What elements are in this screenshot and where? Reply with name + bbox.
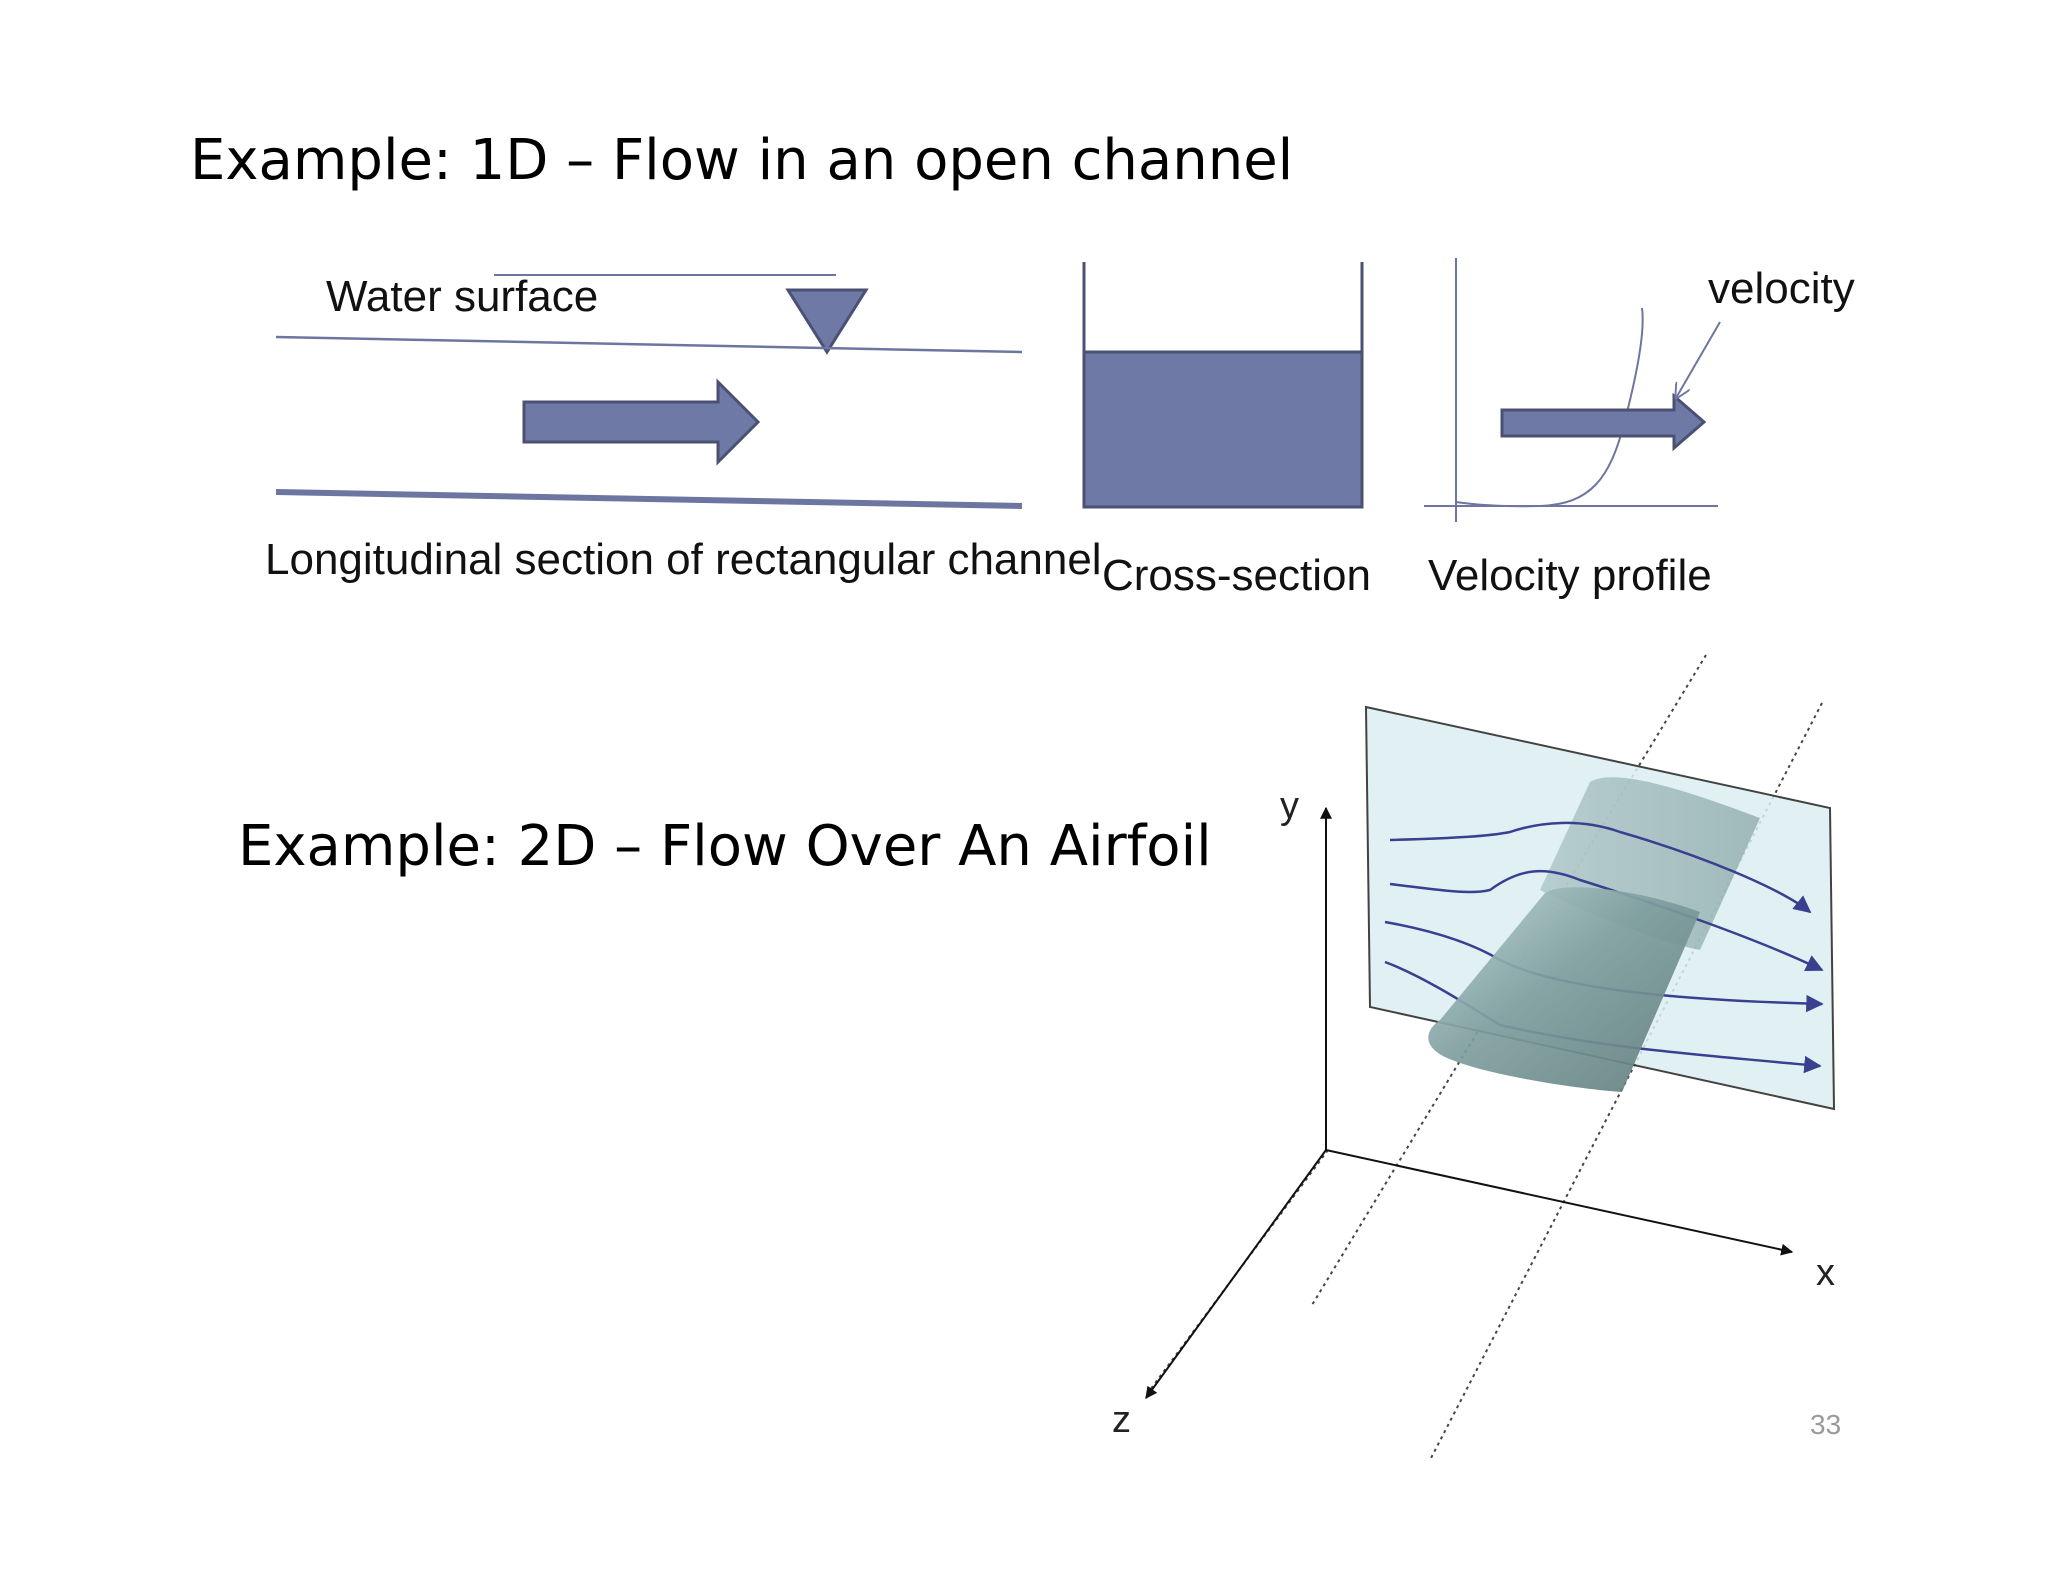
y-axis-label: y <box>1280 785 1299 827</box>
z-axis <box>1145 1149 1327 1399</box>
velocity-pointer-arrow <box>1676 321 1721 398</box>
longitudinal-section: Water surface Longitudinal section of re… <box>265 272 1102 584</box>
velocity-label: velocity <box>1708 264 1855 313</box>
velocity-profile: velocity Velocity profile <box>1424 258 1855 600</box>
cross-section-channel-walls <box>1082 262 1364 509</box>
channel-bed-line <box>275 489 1023 509</box>
airfoil-body <box>1428 887 1700 1092</box>
page-number: 33 <box>1810 1409 1841 1440</box>
z-axis-label: z <box>1112 1399 1131 1441</box>
streamline-1 <box>1389 821 1812 914</box>
x-axis <box>1325 1149 1794 1256</box>
title-2d-example: Example: 2D – Flow Over An Airfoil <box>238 814 1212 879</box>
cross-section: Cross-section <box>1082 262 1371 600</box>
longitudinal-section-label: Longitudinal section of rectangular chan… <box>265 535 1102 584</box>
velocity-arrow-icon <box>1500 392 1707 452</box>
velocity-profile-label: Velocity profile <box>1428 551 1712 600</box>
cross-section-label: Cross-section <box>1102 551 1371 600</box>
water-level-triangle-icon <box>785 288 869 355</box>
flow-direction-arrow-icon <box>522 378 761 466</box>
airfoil-figure: y x z <box>1112 654 1836 1461</box>
title-1d-example: Example: 1D – Flow in an open channel <box>190 128 1294 193</box>
x-axis-label: x <box>1816 1252 1835 1294</box>
velocity-profile-curve <box>1455 307 1644 508</box>
streamline-2 <box>1389 869 1824 972</box>
cross-section-water <box>1082 350 1364 509</box>
water-surface-line <box>275 335 1023 354</box>
water-surface-label: Water surface <box>326 272 598 321</box>
